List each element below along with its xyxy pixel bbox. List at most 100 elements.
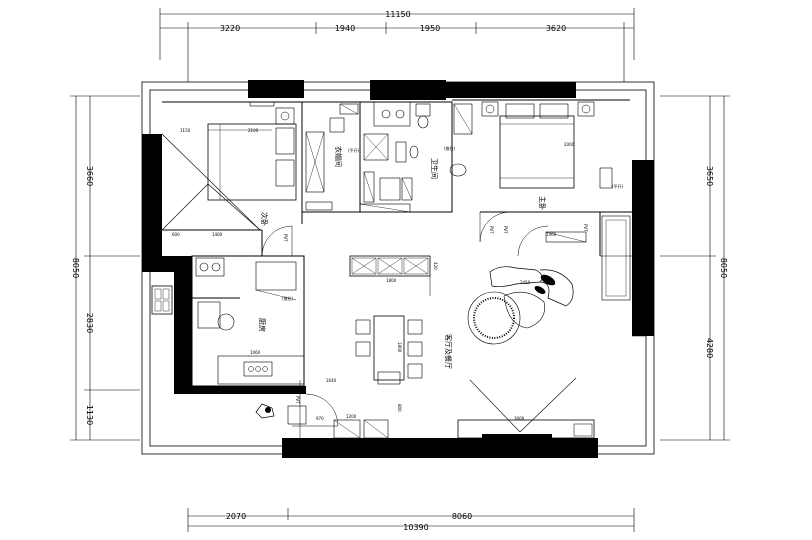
door-tag-4: PVT [503, 226, 508, 234]
dim-cabinet: 1200 [346, 414, 357, 419]
shower [363, 133, 389, 161]
left-segment-2: 2830 [85, 313, 94, 333]
door-tag-5: PVT [583, 224, 588, 232]
cloakroom: 衣帽间 [305, 103, 359, 211]
bed-master [499, 115, 575, 189]
right-total-dimension: 8050 [719, 258, 728, 278]
entry-door-arc [305, 393, 339, 427]
top-dimension-lines [159, 8, 635, 82]
door-tag-3: PVT [295, 396, 300, 404]
chair [407, 363, 423, 379]
door-arc-master-2 [517, 225, 549, 257]
toilet-tank [415, 103, 431, 117]
lamp-icon [280, 111, 290, 121]
left-dimension-lines [70, 95, 140, 441]
chair [377, 371, 401, 385]
fixture-note-4: (推拉) [282, 295, 294, 301]
dim-door: 800 [397, 404, 402, 412]
basin-icon [449, 163, 467, 177]
dim-counter: 1800 [386, 278, 397, 283]
chair [407, 319, 423, 335]
interior-walls [162, 99, 632, 387]
door-tag-1: PVT [283, 234, 288, 242]
cooktop-icon [243, 361, 273, 377]
kitchen-counter [217, 355, 305, 385]
chair [355, 341, 371, 357]
left-total-dimension: 8050 [71, 258, 80, 278]
dim-bed-length: 1150 [180, 128, 191, 133]
bed-2 [207, 123, 297, 201]
round-rug [467, 291, 521, 345]
stove-icon [195, 257, 225, 277]
coffee-table [503, 291, 545, 329]
structural-walls [142, 80, 654, 458]
chair [407, 341, 423, 357]
room-label-master-bedroom: 主卧 [538, 196, 547, 210]
bathroom: 卫生间 (平开) (推拉) [348, 101, 473, 213]
room-label-second-bedroom: 次卧 [260, 212, 269, 226]
misc-lines [299, 255, 646, 438]
fixture-note-3: (平开) [612, 184, 624, 189]
fridge [255, 261, 297, 291]
left-segment-3: 1130 [85, 405, 94, 425]
bottom-total-dimension: 10390 [403, 523, 428, 532]
fixture-note-1: (平开) [348, 148, 360, 153]
master-bedroom: 主卧 2000 1400 PVT (平开) [479, 101, 631, 301]
hallway-counter: 1800 420 [349, 255, 438, 283]
nightstand-2 [275, 107, 295, 125]
left-segment-1: 3660 [85, 166, 94, 186]
nightstand-master-2 [577, 101, 595, 117]
master-wardrobe [601, 215, 631, 301]
dim-bed-master: 2000 [564, 142, 575, 147]
right-segment-2: 4280 [705, 338, 714, 358]
toilet-icon [417, 115, 429, 129]
toilet-icon-2 [409, 145, 419, 159]
top-segment-4: 3620 [546, 24, 566, 33]
lamp-icon-3 [581, 104, 591, 114]
kitchen: 厨房 1060 1640 (推拉) [151, 257, 337, 385]
dim-kitchen-counter: 1060 [250, 350, 261, 355]
kitchen-sink [197, 301, 221, 329]
dim-shoe-cabinet: 970 [316, 416, 324, 421]
top-segment-2: 1940 [335, 24, 355, 33]
second-bedroom: 次卧 1150 2100 1400 600 PVT [161, 101, 297, 257]
radiator [249, 101, 275, 107]
double-sink [373, 101, 411, 127]
dim-wardrobe: 600 [172, 232, 180, 237]
dim-tv-wall: 3000 [514, 416, 525, 421]
top-segment-1: 3220 [220, 24, 240, 33]
door-arc [261, 225, 293, 257]
right-dimension-lines [660, 95, 730, 441]
washer-icon [217, 313, 235, 331]
dim-side-cabinet: 420 [433, 262, 438, 270]
top-total-dimension: 11150 [385, 10, 410, 19]
dining-table [373, 315, 405, 381]
lamp-icon-2 [485, 104, 495, 114]
dim-desk-2: 1400 [212, 232, 223, 237]
living-room: 客厅及餐厅 2450 3000 [444, 266, 595, 439]
shoe-cabinet [333, 419, 361, 439]
ac-unit-icon [151, 285, 173, 315]
fixture-note-2: (推拉) [444, 145, 456, 151]
nightstand-master-1 [481, 101, 499, 117]
dim-sofa: 2450 [520, 280, 531, 285]
room-label-bathroom: 卫生间 [430, 158, 439, 179]
bottom-segment-1: 2070 [226, 512, 246, 521]
dim-tv-master: 1400 [546, 232, 557, 237]
dim-dining: 1800 [397, 342, 402, 353]
dim-bed-width-2: 2100 [248, 128, 259, 133]
top-segment-3: 1950 [420, 24, 440, 33]
room-label-living-dining: 客厅及餐厅 [444, 334, 453, 369]
room-label-cloakroom: 衣帽间 [334, 146, 343, 167]
sofa [489, 266, 543, 288]
room-label-kitchen: 厨房 [258, 318, 267, 332]
door-arc-master [479, 211, 511, 243]
outer-wall-lines [141, 81, 655, 455]
chair [355, 319, 371, 335]
dining-area: 1800 [355, 315, 423, 385]
bottom-dimension-lines [187, 508, 635, 532]
right-segment-1: 3650 [705, 166, 714, 186]
bottom-segment-2: 8060 [452, 512, 472, 521]
door-tag-2: PVT [489, 226, 494, 234]
plant-icon [255, 403, 275, 419]
